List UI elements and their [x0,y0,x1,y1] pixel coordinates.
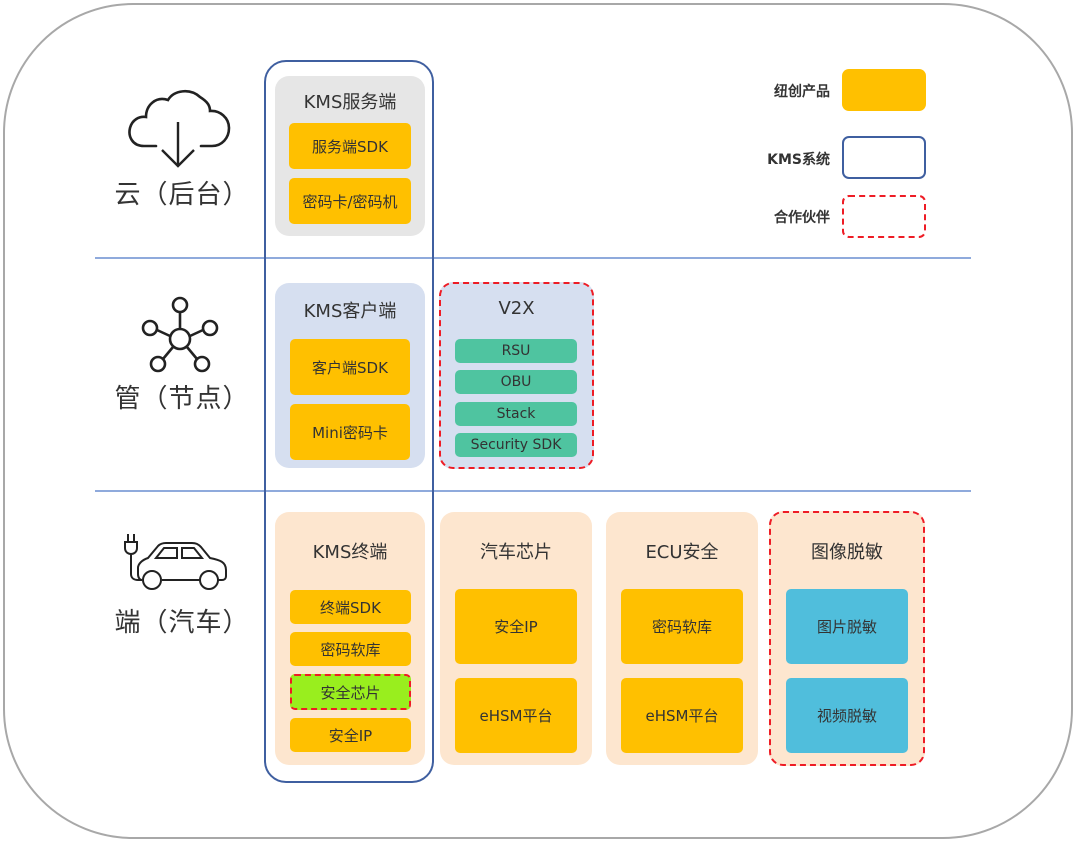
item-secure-ip: 安全IP [290,718,411,752]
legend-label-product: 纽创产品 [774,84,830,100]
item-security-sdk: Security SDK [455,433,577,457]
group-title: V2X [498,298,535,319]
group-title: 汽车芯片 [480,542,552,563]
group-kms-server: KMS服务端 服务端SDK 密码卡/密码机 [275,76,425,236]
outer-frame [3,3,1073,839]
item-crypto-soft-lib: 密码软库 [290,632,411,666]
group-title: ECU安全 [645,542,719,563]
row-label-cloud: 云（后台） [114,180,250,210]
row-label-pipe: 管（节点） [114,384,250,414]
group-title: KMS终端 [312,542,388,563]
item-secure-chip: 安全芯片 [290,674,411,710]
item-crypto-card-machine: 密码卡/密码机 [289,178,411,224]
item-video-desensitize: 视频脱敏 [786,678,908,753]
item-stack: Stack [455,402,577,426]
item-secure-ip: 安全IP [455,589,577,664]
group-v2x: V2X RSU OBU Stack Security SDK [439,282,594,469]
cloud-download-icon [126,88,234,172]
group-kms-terminal: KMS终端 终端SDK 密码软库 安全芯片 安全IP [275,512,425,765]
item-rsu: RSU [455,339,577,363]
group-kms-client: KMS客户端 客户端SDK Mini密码卡 [275,283,425,468]
row-separator-cloud-pipe [95,257,971,259]
group-image-desensitize: 图像脱敏 图片脱敏 视频脱敏 [769,511,925,766]
legend-swatch-kms-system [842,136,926,179]
legend-swatch-product [842,69,926,111]
item-crypto-soft-lib: 密码软库 [621,589,743,664]
item-mini-crypto-card: Mini密码卡 [290,404,410,460]
electric-car-icon [122,530,232,598]
legend-swatch-partner [842,195,926,238]
item-client-sdk: 客户端SDK [290,339,410,395]
group-auto-chip: 汽车芯片 安全IP eHSM平台 [440,512,592,765]
kms-system-outline [264,60,434,783]
item-obu: OBU [455,370,577,394]
legend-label-kms-system: KMS系统 [767,152,830,168]
network-node-icon [136,293,224,377]
item-ehsm-platform: eHSM平台 [621,678,743,753]
group-title: 图像脱敏 [811,542,883,563]
item-server-sdk: 服务端SDK [289,123,411,169]
legend-label-partner: 合作伙伴 [774,210,830,226]
group-title: KMS服务端 [303,92,397,113]
row-label-end: 端（汽车） [114,608,250,638]
item-ehsm-platform: eHSM平台 [455,678,577,753]
group-title: KMS客户端 [303,301,397,322]
row-separator-pipe-end [95,490,971,492]
item-picture-desensitize: 图片脱敏 [786,589,908,664]
group-ecu-security: ECU安全 密码软库 eHSM平台 [606,512,758,765]
item-terminal-sdk: 终端SDK [290,590,411,624]
